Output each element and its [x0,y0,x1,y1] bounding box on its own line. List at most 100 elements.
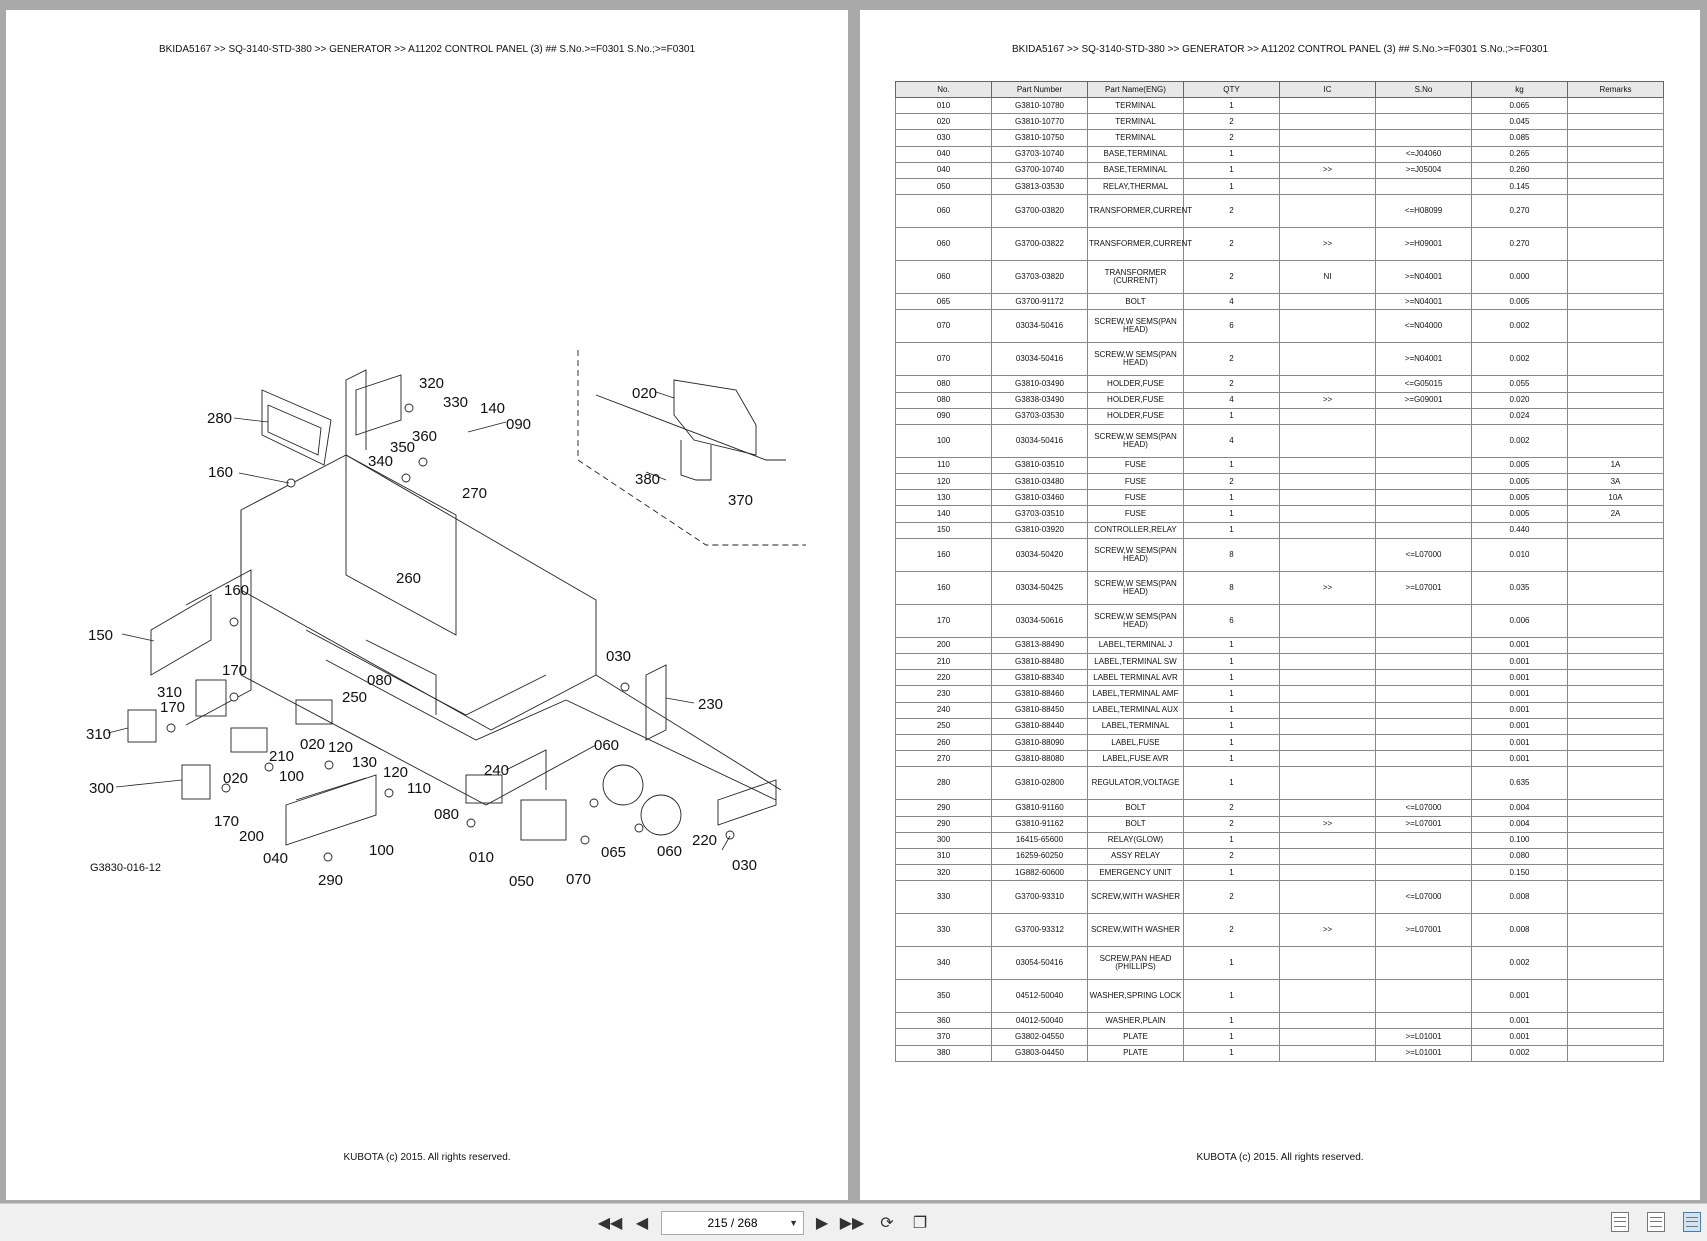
next-page-icon[interactable]: ▶ [815,1215,829,1232]
table-cell: 04012-50040 [991,1012,1088,1030]
two-page-icon[interactable] [1683,1212,1701,1232]
table-cell: <=L07000 [1375,799,1472,817]
table-cell [1567,913,1664,948]
table-cell [1567,145,1664,163]
table-cell [1375,521,1472,539]
table-cell: 060 [895,227,992,262]
table-cell: 2A [1567,505,1664,523]
chevron-down-icon[interactable]: ▼ [789,1218,798,1228]
table-cell: 2 [1183,880,1280,915]
table-cell: 1 [1183,489,1280,507]
table-cell: TRANSFORMER,CURRENT [1087,194,1192,229]
table-cell [1279,733,1376,752]
table-cell: 4 [1183,391,1280,409]
callout-370: 370 [728,492,753,509]
table-cell [1567,603,1664,638]
table-cell: 1 [1183,161,1280,179]
table-cell: 0.080 [1471,847,1568,866]
table-cell [1375,669,1472,687]
table-cell: 0.001 [1471,1028,1568,1046]
callout-050: 050 [509,873,534,890]
continuous-icon[interactable] [1647,1212,1665,1232]
table-cell: 010 [895,96,992,115]
table-cell: <=L07000 [1375,537,1472,572]
table-cell: 0.265 [1471,145,1568,163]
table-cell: 050 [895,177,992,196]
table-cell: 0.010 [1471,537,1568,572]
callout-270: 270 [462,485,487,502]
table-cell: G3810-03490 [991,375,1088,393]
table-cell [1567,309,1664,344]
table-cell: 350 [895,979,992,1014]
page-number-input[interactable]: 215 / 268 ▼ [661,1211,804,1235]
table-cell: BOLT [1087,799,1184,817]
single-page-icon[interactable] [1611,1212,1629,1232]
table-cell [1567,129,1664,147]
table-cell: 0.000 [1471,260,1568,295]
table-cell [1567,342,1664,377]
table-cell [1279,407,1376,425]
table-cell [1279,766,1376,801]
table-cell [1279,145,1376,163]
table-cell: 04512-50040 [991,979,1088,1014]
table-cell: >> [1279,391,1376,409]
table-cell: 0.004 [1471,799,1568,817]
table-cell: 340 [895,946,992,981]
table-cell: FUSE [1087,489,1184,507]
table-cell [1279,375,1376,393]
table-cell: G3813-03530 [991,177,1088,196]
table-cell [1279,717,1376,735]
callout-350: 350 [390,439,415,456]
table-cell [1279,1012,1376,1030]
callout-260: 260 [396,570,421,587]
table-cell: SCREW,W SEMS(PAN HEAD) [1087,537,1184,572]
table-cell: 1 [1183,636,1280,655]
table-cell: 0.005 [1471,505,1568,523]
table-cell: G3838-03490 [991,391,1088,409]
table-cell: 1 [1183,717,1280,735]
table-cell [1567,194,1664,229]
compare-icon[interactable]: ❐ [912,1215,928,1232]
table-cell [1567,1028,1664,1046]
table-cell: 0.055 [1471,375,1568,393]
last-page-icon[interactable]: ▶▶ [839,1215,865,1232]
table-cell: 0.001 [1471,652,1568,671]
table-cell: G3810-91160 [991,799,1088,817]
table-cell: SCREW,PAN HEAD (PHILLIPS) [1087,946,1184,981]
table-cell [1279,847,1376,866]
table-cell [1567,831,1664,849]
table-cell: 070 [895,342,992,377]
diagram-lines [127,350,806,862]
view-mode-group [1611,1212,1701,1232]
table-cell: 060 [895,194,992,229]
first-page-icon[interactable]: ◀◀ [597,1215,623,1232]
table-cell: G3703-03510 [991,505,1088,523]
table-cell [1279,537,1376,572]
table-cell: 080 [895,375,992,393]
table-cell: EMERGENCY UNIT [1087,864,1184,882]
table-cell: 0.004 [1471,815,1568,833]
table-cell [1567,161,1664,179]
prev-page-icon[interactable]: ◀ [635,1215,649,1232]
table-cell [1375,733,1472,752]
table-cell: <=G05015 [1375,375,1472,393]
rotate-page-icon[interactable]: ⟳ [880,1215,894,1232]
table-cell: <=H08099 [1375,194,1472,229]
table-cell [1567,799,1664,817]
table-cell: 210 [895,652,992,671]
table-cell: 065 [895,293,992,311]
table-cell: 0.035 [1471,570,1568,605]
